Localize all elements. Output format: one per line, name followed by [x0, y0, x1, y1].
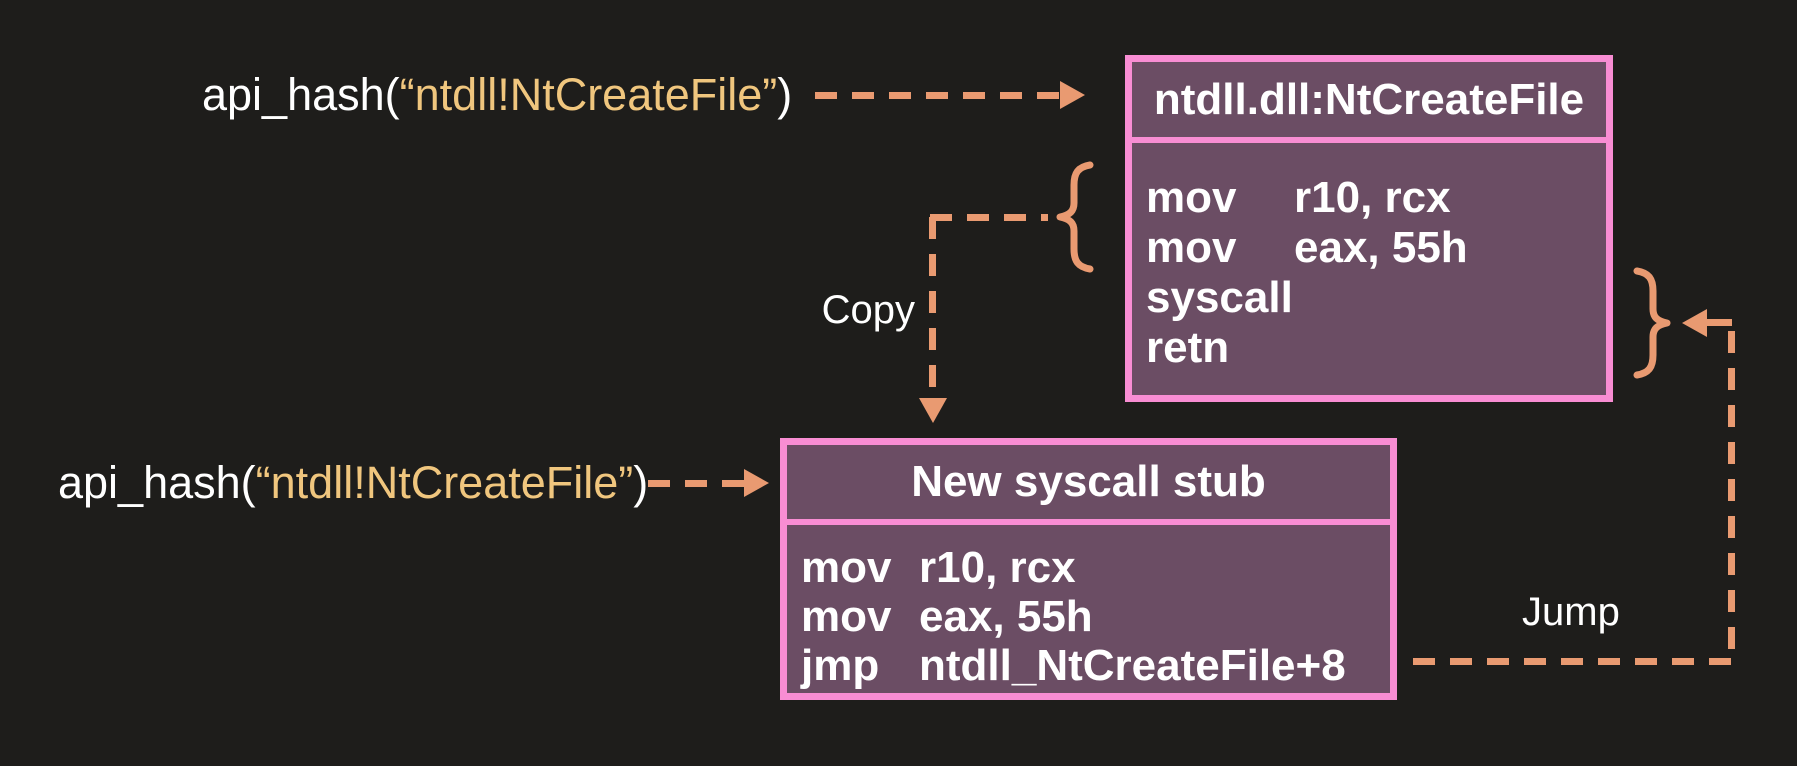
instruction-mnemonic: mov: [1146, 173, 1237, 222]
box-title-text: ntdll.dll:NtCreateFile: [1153, 74, 1585, 124]
instruction-row: mov r10, rcx: [801, 543, 1390, 592]
instruction-operands: ntdll_NtCreateFile+8: [919, 641, 1346, 690]
instruction-mnemonic: syscall: [1146, 273, 1293, 322]
jump-arrow-horizontal-line: [1413, 658, 1735, 665]
hash-arrow-top-line: [815, 92, 1062, 99]
instruction-row: jmp ntdll_NtCreateFile+8: [801, 641, 1390, 690]
hash-arrow-bottom-head-icon: [744, 469, 769, 497]
new-syscall-stub-box-code: mov r10, rcx mov eax, 55h jmp ntdll_NtCreat…: [787, 525, 1390, 690]
copy-arrow-head-icon: [919, 398, 947, 423]
instruction-row: mov r10, rcx: [1146, 173, 1606, 223]
jump-target-brace-icon: [1633, 267, 1673, 379]
api-hash-suffix: ): [777, 69, 793, 120]
api-hash-prefix: api_hash(: [202, 69, 400, 120]
copy-label: Copy: [821, 288, 915, 332]
instruction-row: retn: [1146, 323, 1606, 373]
instruction-mnemonic: mov: [801, 543, 892, 592]
instruction-row: syscall: [1146, 273, 1606, 323]
instruction-operands: eax, 55h: [919, 592, 1093, 641]
api-hash-label-bottom: api_hash(“ntdll!NtCreateFile”): [58, 456, 648, 510]
jump-arrow-head-icon: [1682, 309, 1707, 337]
instruction-operands: eax, 55h: [1294, 223, 1468, 272]
api-hash-suffix: ): [633, 457, 649, 508]
instruction-operands: r10, rcx: [1294, 173, 1451, 222]
jump-arrow-solid-segment: [1706, 319, 1732, 326]
copy-region-brace-icon: [1054, 161, 1094, 273]
ntdll-function-box-title: ntdll.dll:NtCreateFile: [1132, 62, 1606, 143]
api-hash-string: “ntdll!NtCreateFile”: [255, 457, 634, 508]
instruction-operands: r10, rcx: [919, 543, 1076, 592]
instruction-mnemonic: mov: [801, 592, 892, 641]
api-hash-prefix: api_hash(: [58, 457, 256, 508]
jump-label: Jump: [1522, 590, 1620, 634]
ntdll-function-box-code: mov r10, rcx mov eax, 55h syscall retn: [1132, 143, 1606, 373]
api-hash-string: “ntdll!NtCreateFile”: [399, 69, 778, 120]
hash-arrow-bottom-line: [648, 480, 744, 487]
instruction-row: mov eax, 55h: [1146, 223, 1606, 273]
api-hash-label-top: api_hash(“ntdll!NtCreateFile”): [202, 68, 792, 122]
hash-arrow-top-head-icon: [1060, 81, 1085, 109]
jump-arrow-vertical-line: [1728, 331, 1735, 661]
instruction-mnemonic: jmp: [801, 641, 880, 690]
new-syscall-stub-box: New syscall stub mov r10, rcx mov eax, 55h…: [780, 438, 1397, 700]
instruction-mnemonic: mov: [1146, 223, 1237, 272]
copy-arrow-horizontal-line: [930, 214, 1048, 221]
new-syscall-stub-box-title: New syscall stub: [787, 445, 1390, 525]
instruction-mnemonic: retn: [1146, 323, 1230, 372]
instruction-row: mov eax, 55h: [801, 592, 1390, 641]
copy-arrow-vertical-line: [929, 217, 936, 398]
box-title-text: New syscall stub: [911, 457, 1266, 506]
ntdll-function-box: ntdll.dll:NtCreateFile mov r10, rcx mov ea…: [1125, 55, 1613, 402]
